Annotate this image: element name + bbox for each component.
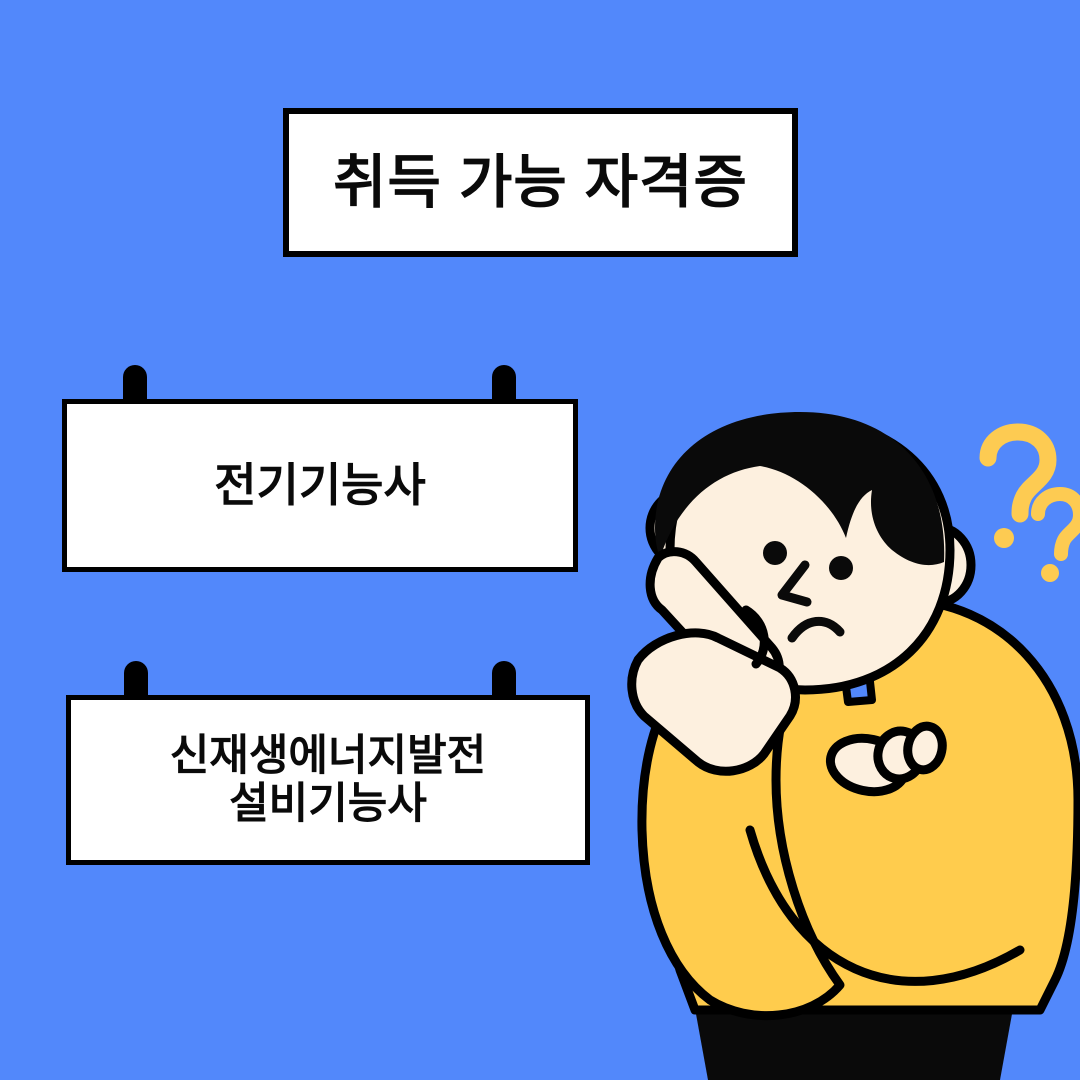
mouth-icon bbox=[787, 616, 845, 643]
certificate-label: 전기기능사 bbox=[214, 458, 426, 511]
nose-icon bbox=[777, 560, 812, 607]
thinking-hand-shape bbox=[627, 547, 800, 776]
certificate-label: 신재생에너지발전 설비기능사 bbox=[169, 731, 487, 828]
page-title: 취득 가능 자격증 bbox=[333, 149, 748, 215]
resting-hand-shape bbox=[825, 721, 947, 797]
left-eye-icon bbox=[763, 541, 787, 565]
hair-shape bbox=[655, 412, 945, 566]
title-banner: 취득 가능 자격증 bbox=[283, 108, 798, 257]
torso-seam-line bbox=[745, 825, 1025, 986]
right-eye-icon bbox=[829, 556, 853, 580]
certificate-card-1[interactable]: 전기기능사 bbox=[62, 399, 578, 572]
question-mark-small-icon bbox=[1031, 486, 1080, 582]
question-mark-large-icon bbox=[979, 423, 1057, 548]
certificate-card-2[interactable]: 신재생에너지발전 설비기능사 bbox=[66, 695, 590, 865]
thinking-person-illustration bbox=[600, 410, 1080, 1080]
thinking-person-svg bbox=[627, 412, 1080, 1080]
